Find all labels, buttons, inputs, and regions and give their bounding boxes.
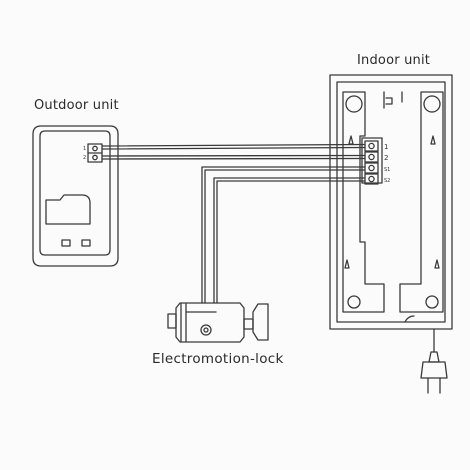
outdoor-unit [32, 125, 119, 267]
power-plug [420, 328, 448, 394]
indoor-unit [329, 74, 453, 330]
indoor-unit-label: Indoor unit [357, 53, 431, 68]
wires-indoor-to-lock [201, 166, 366, 304]
indoor-terminal-s1-label: S1 [384, 167, 390, 173]
indoor-terminal-s2-label: S2 [384, 178, 390, 184]
outdoor-unit-label: Outdoor unit [34, 98, 119, 113]
lock-label: Electromotion-lock [152, 351, 284, 367]
electromotion-lock [167, 302, 269, 343]
outdoor-terminal-2-label: 2 [83, 155, 86, 161]
indoor-terminal-1-label: 1 [384, 143, 388, 151]
wires-outdoor-to-indoor [101, 143, 366, 160]
indoor-terminal-2-label: 2 [384, 154, 388, 162]
outdoor-terminal-1-label: 1 [83, 146, 86, 152]
